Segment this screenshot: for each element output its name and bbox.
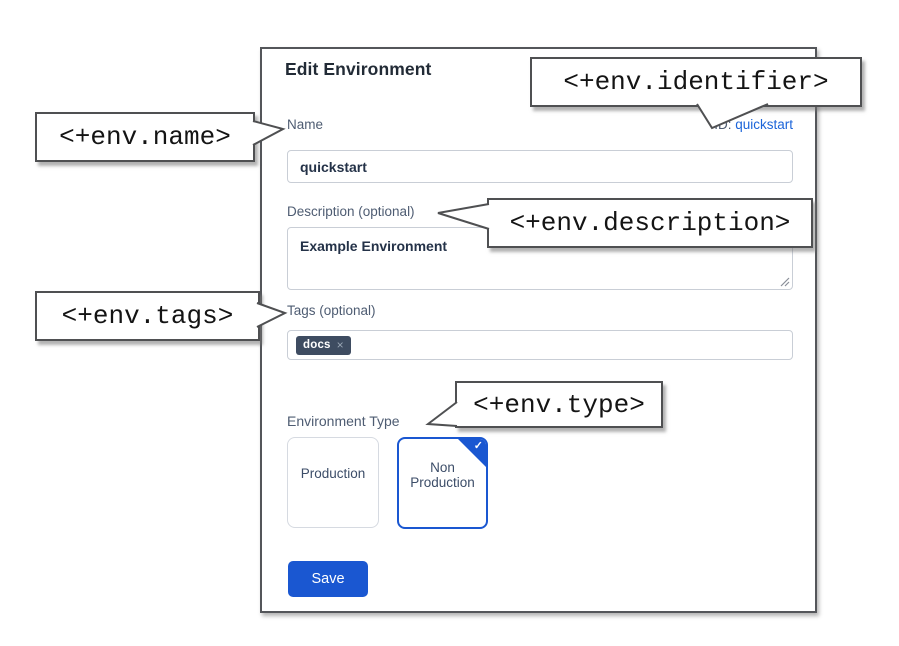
callout-env-type: <+env.type> [455,381,663,428]
environment-type-label: Environment Type [287,413,400,429]
save-button[interactable]: Save [288,561,368,597]
callout-env-type-text: <+env.type> [473,389,645,420]
tags-label: Tags (optional) [287,303,376,318]
tag-chip: docs × [296,335,351,355]
callout-env-name: <+env.name> [35,112,255,162]
callout-env-type-pointer-icon [425,401,458,427]
callout-env-tags-text: <+env.tags> [61,301,234,331]
callout-env-identifier-text: <+env.identifier> [563,67,829,97]
callout-env-tags-pointer-icon [256,302,288,328]
type-card-non-production[interactable]: ✓ Non Production [397,437,488,529]
edit-environment-dialog: Edit Environment Name ID: quickstart Des… [260,47,817,613]
callout-env-identifier-pointer-icon [696,103,769,130]
callout-env-description: <+env.description> [487,198,813,248]
selected-corner-fold [458,439,486,467]
checkmark-icon: ✓ [473,440,483,452]
type-card-production[interactable]: Production [287,437,379,528]
callout-env-identifier: <+env.identifier> [530,57,862,107]
remove-tag-icon[interactable]: × [336,338,344,352]
name-input[interactable] [287,150,793,183]
callout-env-description-text: <+env.description> [509,208,791,238]
type-card-production-label: Production [300,466,366,481]
description-label: Description (optional) [287,204,415,219]
tag-chip-label: docs [303,339,331,351]
type-card-non-production-label: Non Production [410,460,475,490]
tags-input[interactable]: docs × [287,330,793,360]
id-value-link[interactable]: quickstart [735,117,793,132]
callout-env-tags: <+env.tags> [35,291,260,341]
callout-env-name-pointer-icon [252,120,286,146]
callout-env-description-pointer-icon [437,203,490,230]
name-label: Name [287,117,324,132]
callout-env-name-text: <+env.name> [59,122,231,152]
dialog-title: Edit Environment [285,59,432,79]
